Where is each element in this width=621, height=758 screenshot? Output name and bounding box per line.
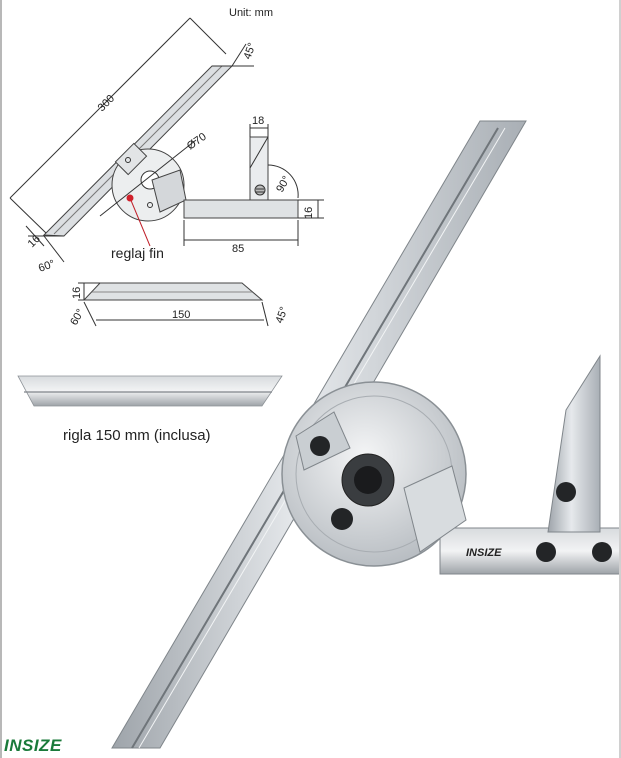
- unit-label: Unit: mm: [229, 7, 273, 19]
- dial-diameter-label: Ø70: [185, 131, 209, 153]
- rule-right-angle-label: 45°: [274, 305, 291, 325]
- bevel-protractor-drawing: [9, 17, 324, 263]
- rule-drawing: [78, 282, 269, 327]
- fine-adjust-label: reglaj fin: [111, 245, 164, 261]
- ruler-caption: rigla 150 mm (inclusa): [63, 427, 211, 444]
- brand-logo: INSIZE: [4, 736, 62, 755]
- rule-length-label: 150: [172, 309, 190, 321]
- fine-adjust-pointer: [126, 194, 151, 247]
- right-angle-label: 90°: [274, 174, 293, 194]
- product-logo: INSIZE: [466, 547, 502, 559]
- top-angle-label: 45°: [242, 41, 259, 61]
- rule-photo: [17, 375, 283, 407]
- square-width-label: 18: [252, 115, 264, 127]
- base-height-label: 16: [303, 207, 315, 219]
- rule-height-label: 16: [71, 287, 83, 299]
- blade-length-label: 300: [96, 93, 117, 114]
- rule-left-angle-label: 60°: [68, 307, 87, 327]
- protractor-photo: [111, 120, 621, 749]
- bottom-angle-label: 60°: [37, 258, 57, 275]
- base-length-label: 85: [232, 243, 244, 255]
